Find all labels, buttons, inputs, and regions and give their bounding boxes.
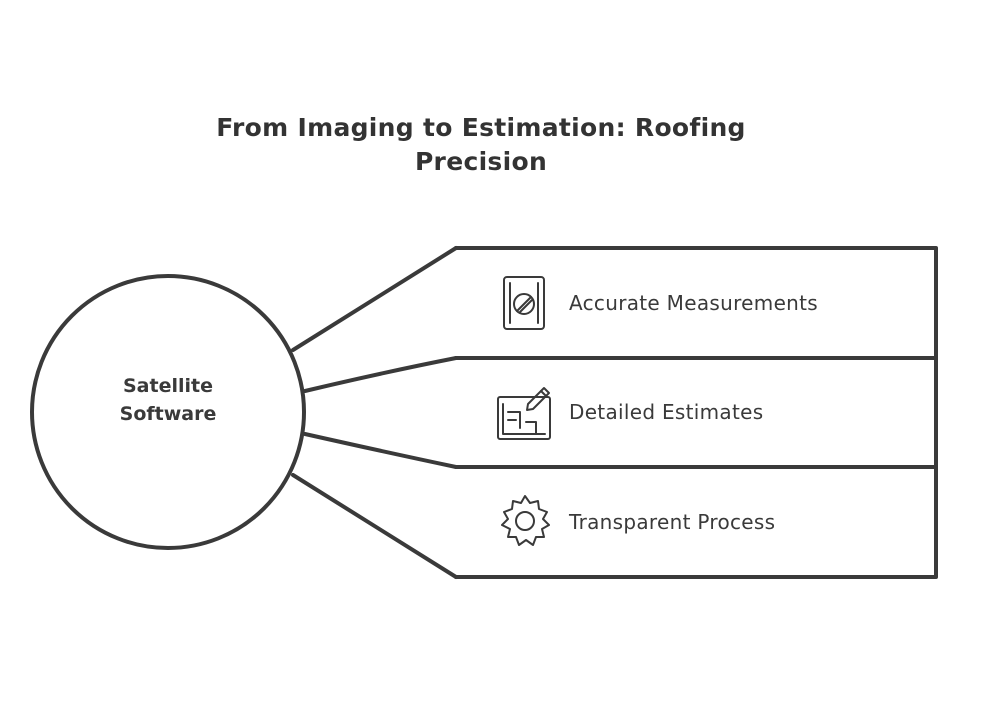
hub-circle bbox=[30, 274, 306, 550]
blueprint-pencil-icon bbox=[497, 387, 551, 440]
hub-label-line-2: Software bbox=[120, 403, 217, 425]
measuring-tool-icon bbox=[503, 276, 545, 330]
connector-lower-mid bbox=[303, 432, 458, 469]
rows-outline bbox=[454, 246, 938, 579]
row-label-detailed-estimates: Detailed Estimates bbox=[569, 400, 763, 424]
diagram-title-line-2: Precision bbox=[414, 147, 548, 176]
row-label-transparent-process: Transparent Process bbox=[568, 510, 775, 534]
row-accurate-measurements: Accurate Measurements bbox=[503, 276, 818, 330]
connector-top bbox=[291, 246, 458, 352]
hub-label-line-1: Satellite bbox=[123, 375, 213, 397]
diagram-title-line-1: From Imaging to Estimation: Roofing bbox=[216, 113, 746, 142]
row-detailed-estimates: Detailed Estimates bbox=[497, 387, 763, 440]
row-transparent-process: Transparent Process bbox=[501, 495, 775, 546]
gear-icon bbox=[501, 495, 550, 546]
connector-upper-mid bbox=[303, 356, 458, 393]
connector-bottom bbox=[291, 473, 458, 579]
row-label-accurate-measurements: Accurate Measurements bbox=[569, 291, 818, 315]
